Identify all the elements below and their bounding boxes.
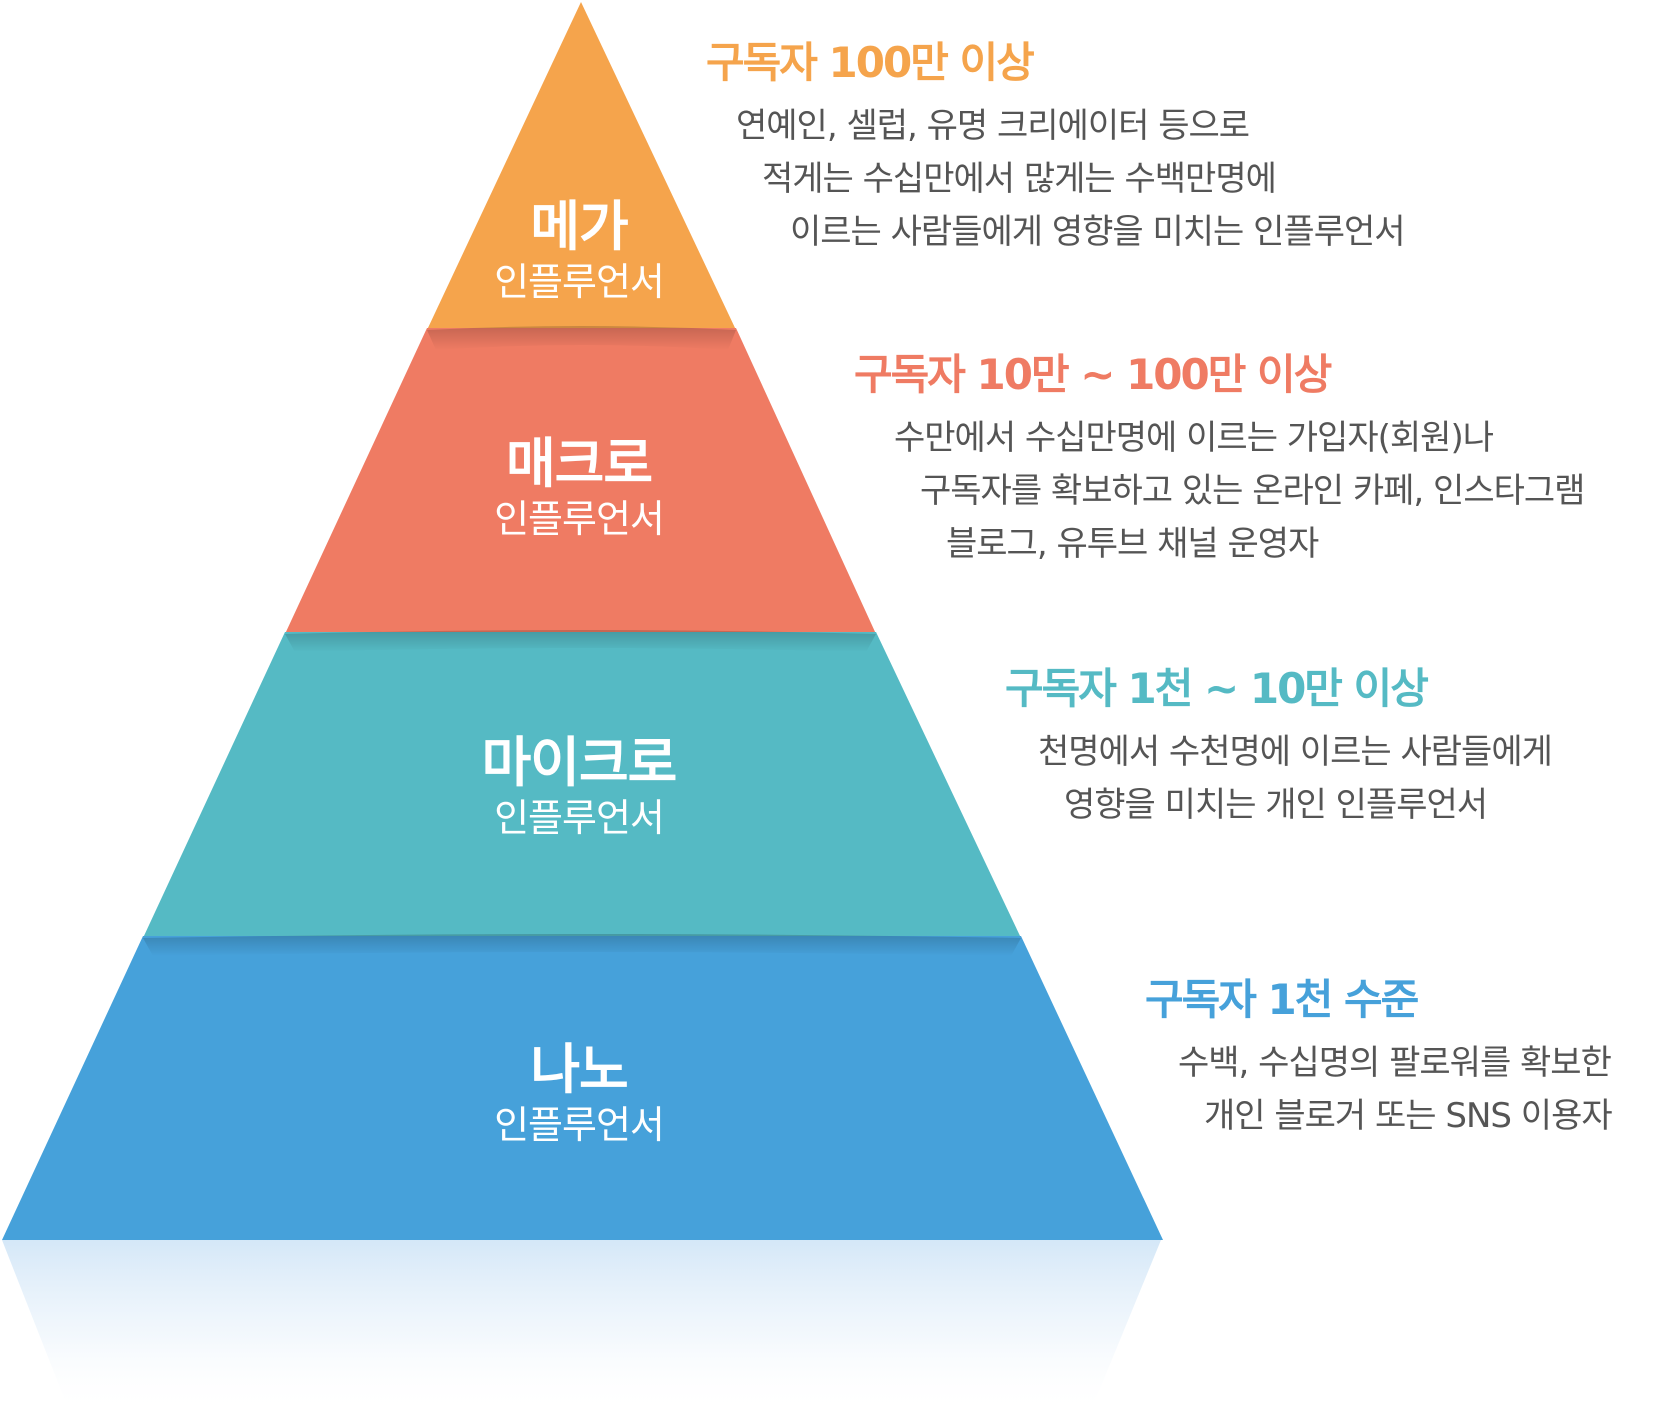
tier-mega-subtitle: 인플루언서 [494, 260, 665, 304]
tier-macro-name: 매크로 [505, 432, 653, 495]
description-line: 블로그, 유투브 채널 운영자 [946, 524, 1319, 564]
seam-shadow-2 [285, 630, 876, 652]
description-line: 수백, 수십명의 팔로워를 확보한 [1178, 1043, 1612, 1083]
tier-micro-label: 마이크로 인플루언서 [379, 732, 779, 842]
seam-shadow-3 [143, 934, 1021, 956]
description-line: 개인 블로거 또는 SNS 이용자 [1204, 1096, 1613, 1136]
tier-nano-description: 구독자 1천 수준 수백, 수십명의 팔로워를 확보한 개인 블로거 또는 SN… [1145, 975, 1613, 1143]
tier-micro-name: 마이크로 [481, 731, 678, 794]
tier-nano-subtitle: 인플루언서 [494, 1103, 665, 1147]
tier-macro-band [285, 328, 876, 634]
description-line: 수만에서 수십만명에 이르는 가입자(회원)나 [894, 418, 1494, 458]
tier-nano-label: 나노 인플루언서 [379, 1039, 779, 1149]
tier-micro-band [143, 632, 1021, 938]
tier-mega-description: 구독자 100만 이상 연예인, 셀럽, 유명 크리에이터 등으로 적게는 수십… [706, 38, 1406, 259]
tier-mega-heading: 구독자 100만 이상 [706, 38, 1035, 87]
tier-macro-description: 구독자 10만 ~ 100만 이상 수만에서 수십만명에 이르는 가입자(회원)… [854, 350, 1585, 571]
tier-macro-subtitle: 인플루언서 [494, 497, 665, 541]
description-line: 천명에서 수천명에 이르는 사람들에게 [1038, 732, 1553, 772]
description-line: 적게는 수십만에서 많게는 수백만명에 [762, 159, 1277, 199]
tier-macro-heading: 구독자 10만 ~ 100만 이상 [854, 350, 1332, 399]
tier-mega-label: 메가 인플루언서 [379, 196, 779, 306]
seam-shadow-1 [427, 326, 736, 350]
tier-mega-band [427, 2, 736, 330]
description-line: 연예인, 셀럽, 유명 크리에이터 등으로 [736, 106, 1250, 146]
tier-macro-label: 매크로 인플루언서 [379, 433, 779, 543]
tier-nano-name: 나노 [530, 1038, 628, 1101]
tier-mega-name: 메가 [530, 195, 628, 258]
description-line: 구독자를 확보하고 있는 온라인 카페, 인스타그램 [920, 471, 1585, 511]
tier-nano-heading: 구독자 1천 수준 [1145, 975, 1419, 1024]
tier-nano-band [2, 936, 1163, 1240]
description-line: 영향을 미치는 개인 인플루언서 [1064, 785, 1488, 825]
tier-micro-description: 구독자 1천 ~ 10만 이상 천명에서 수천명에 이르는 사람들에게 영향을 … [1005, 664, 1553, 832]
tier-micro-heading: 구독자 1천 ~ 10만 이상 [1005, 664, 1429, 713]
description-line: 이르는 사람들에게 영향을 미치는 인플루언서 [790, 212, 1406, 252]
pyramid-reflection [2, 1240, 1161, 1413]
tier-micro-subtitle: 인플루언서 [494, 796, 665, 840]
